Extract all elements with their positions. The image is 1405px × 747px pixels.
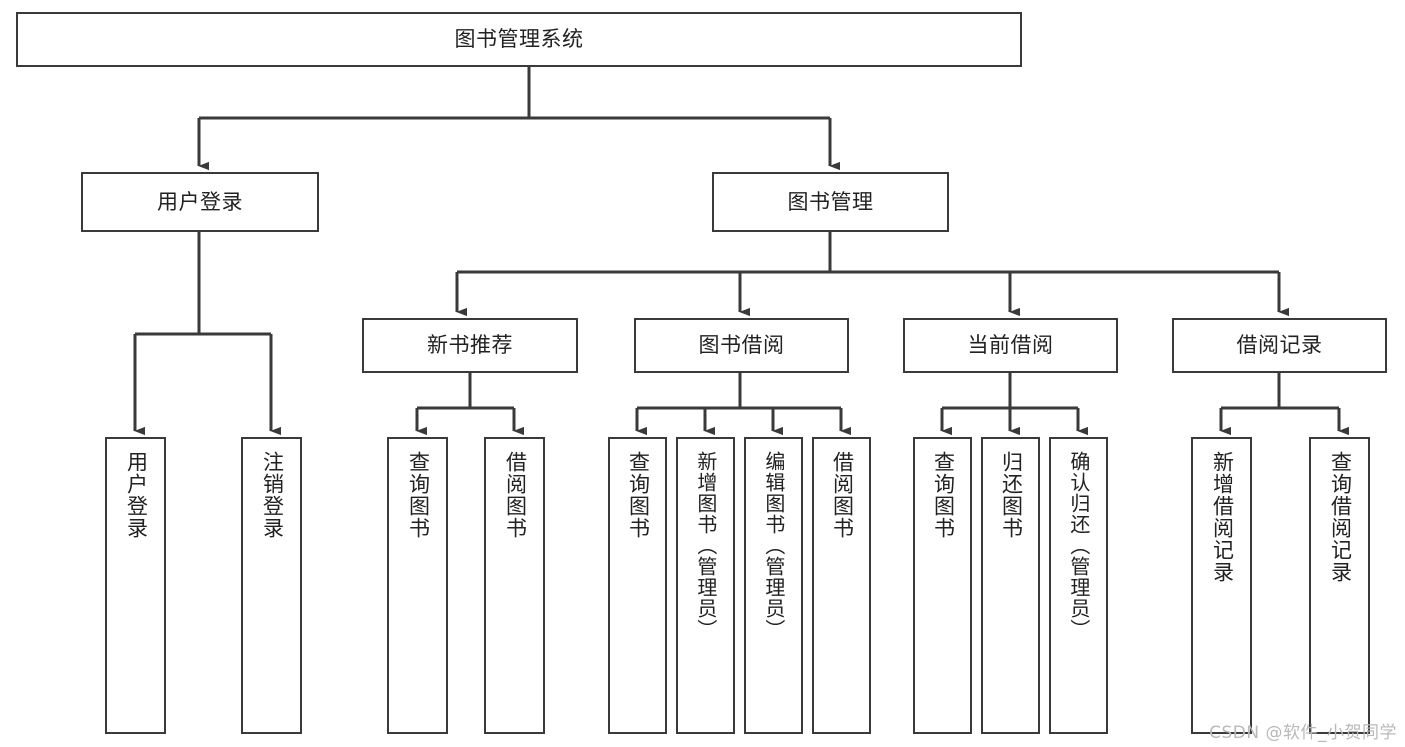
node-leaf-logout-login[interactable]: 注销登录 <box>241 437 302 734</box>
node-root-label: 图书管理系统 <box>454 27 584 52</box>
node-leaf-cur-confirm-return[interactable]: 确认归还（管理员） <box>1049 437 1108 734</box>
node-leaf-cur-query-book[interactable]: 查询图书 <box>913 437 972 734</box>
node-user-login-label: 用户登录 <box>157 189 243 214</box>
node-leaf-rec-borrow-book[interactable]: 借阅图书 <box>484 437 545 734</box>
node-borrow-record-label: 借阅记录 <box>1236 333 1323 358</box>
node-leaf-borrow-edit-book[interactable]: 编辑图书（管理员） <box>744 437 803 734</box>
node-leaf-cur-confirm-return-label: 确认归还（管理员） <box>1066 451 1091 640</box>
node-borrow-record[interactable]: 借阅记录 <box>1172 318 1387 373</box>
node-leaf-cur-return-book[interactable]: 归还图书 <box>981 437 1040 734</box>
node-book-manage[interactable]: 图书管理 <box>712 172 949 232</box>
node-current-borrow[interactable]: 当前借阅 <box>903 318 1118 373</box>
node-new-book-recommend[interactable]: 新书推荐 <box>362 318 578 373</box>
node-leaf-borrow-borrow-book-label: 借阅图书 <box>830 451 855 539</box>
node-book-manage-label: 图书管理 <box>787 189 874 214</box>
node-leaf-rec-query-record[interactable]: 查询借阅记录 <box>1309 437 1370 734</box>
node-leaf-rec-query-book[interactable]: 查询图书 <box>387 437 448 734</box>
node-leaf-borrow-query-book[interactable]: 查询图书 <box>608 437 667 734</box>
node-leaf-borrow-add-book[interactable]: 新增图书（管理员） <box>676 437 735 734</box>
watermark: CSDN @软件_小贺同学 <box>1209 723 1397 743</box>
node-leaf-rec-borrow-book-label: 借阅图书 <box>503 451 528 539</box>
node-book-borrow-label: 图书借阅 <box>698 333 785 358</box>
node-user-login[interactable]: 用户登录 <box>81 172 319 232</box>
node-leaf-borrow-add-book-label: 新增图书（管理员） <box>693 451 718 640</box>
node-leaf-user-login-label: 用户登录 <box>124 451 149 539</box>
node-leaf-borrow-edit-book-label: 编辑图书（管理员） <box>761 451 786 640</box>
node-new-book-recommend-label: 新书推荐 <box>427 333 513 358</box>
node-leaf-borrow-query-book-label: 查询图书 <box>626 451 651 539</box>
node-leaf-user-login[interactable]: 用户登录 <box>105 437 166 734</box>
node-leaf-cur-return-book-label: 归还图书 <box>999 451 1024 539</box>
node-leaf-rec-add-record[interactable]: 新增借阅记录 <box>1191 437 1252 734</box>
node-leaf-rec-query-record-label: 查询借阅记录 <box>1328 451 1353 583</box>
node-leaf-rec-query-book-label: 查询图书 <box>406 451 431 539</box>
node-leaf-cur-query-book-label: 查询图书 <box>931 451 956 539</box>
node-current-borrow-label: 当前借阅 <box>967 333 1054 358</box>
node-book-borrow[interactable]: 图书借阅 <box>634 318 849 373</box>
node-leaf-logout-login-label: 注销登录 <box>260 451 285 539</box>
node-root[interactable]: 图书管理系统 <box>16 12 1022 67</box>
node-leaf-rec-add-record-label: 新增借阅记录 <box>1210 451 1235 583</box>
node-leaf-borrow-borrow-book[interactable]: 借阅图书 <box>812 437 871 734</box>
